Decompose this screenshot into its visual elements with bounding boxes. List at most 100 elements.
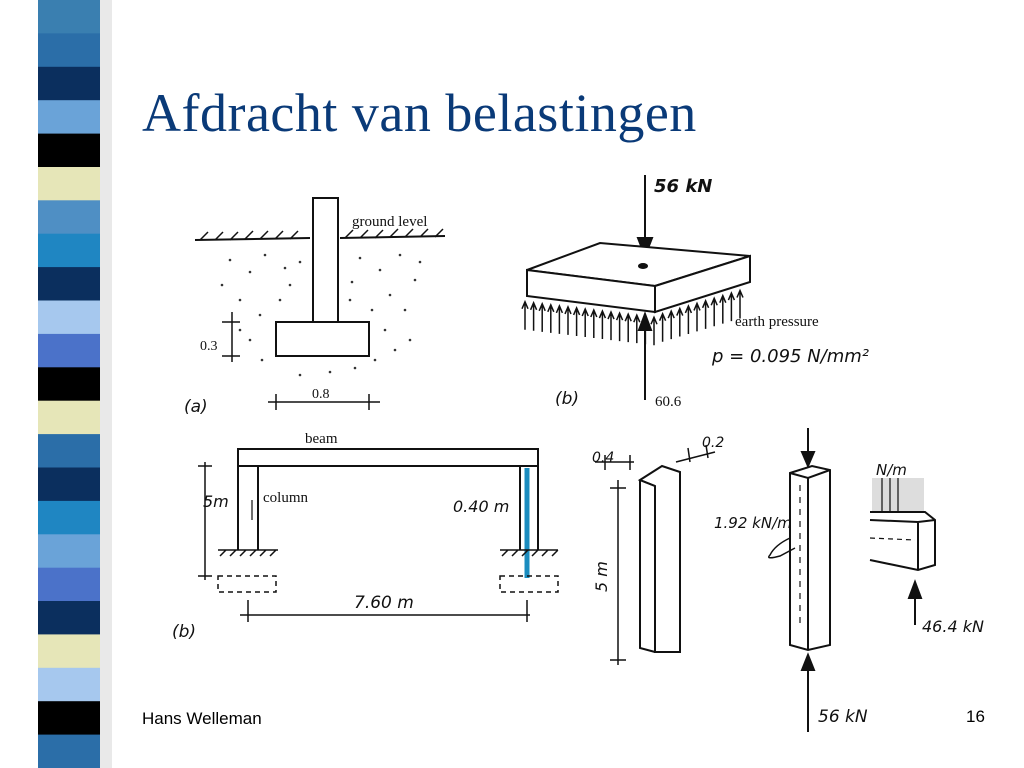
- beam-dash: [869, 537, 916, 541]
- left-base-hatch: [218, 549, 278, 557]
- column-width-label: 0.40 m: [453, 497, 509, 516]
- stripe-block: [38, 133, 100, 168]
- stripe-block: [38, 734, 100, 768]
- stripe-shadow: [100, 0, 112, 768]
- pressure-arrow: [633, 313, 641, 344]
- page-number: 16: [966, 707, 985, 726]
- pressure-arrow: [719, 293, 727, 324]
- pressure-arrow: [598, 309, 607, 340]
- stripe-block: [38, 66, 100, 101]
- pressure-arrows: [521, 288, 744, 346]
- pressure-arrow: [572, 306, 581, 336]
- pressure-arrow: [676, 306, 684, 337]
- dim-depth-line: [222, 312, 240, 362]
- column-height-label: 5 m: [592, 561, 611, 592]
- beam-reaction-label: 46.4 kN: [922, 617, 984, 636]
- column-label: column: [263, 490, 308, 506]
- dim-depth-label: 0.3: [200, 339, 218, 354]
- footing-block: [275, 321, 370, 357]
- stripe-block: [38, 300, 100, 335]
- pressure-arrow: [607, 310, 615, 341]
- figure-b-frame: beam column 5m 0.40 m 7.60 m (b): [172, 431, 559, 642]
- slide-title: Afdracht van belastingen: [142, 83, 697, 143]
- ground-line-right: [339, 235, 446, 239]
- reaction-value-label: 60.6: [655, 394, 682, 410]
- figure-column-load: 1.92 kN/m 56 kN: [714, 428, 868, 732]
- figure-b-slab: 56 kN earth pressure p = 0.095 N/mm² 60.…: [521, 175, 869, 410]
- column-body: [789, 464, 831, 652]
- width-b-label: 0.2: [702, 435, 724, 451]
- pressure-arrow: [624, 312, 632, 343]
- ground-level-label: ground level: [352, 214, 427, 230]
- figure-beam-end: N/m 46.4 kN: [869, 461, 984, 636]
- author-footer: Hans Welleman: [142, 709, 262, 728]
- stripe-block: [38, 333, 100, 368]
- pressure-arrow: [547, 302, 555, 333]
- soil-speckle: [220, 253, 422, 377]
- stripe-block: [38, 500, 100, 535]
- load-point: [638, 263, 648, 269]
- dim-width-a: [595, 455, 634, 470]
- column-inner-edge: [789, 469, 831, 650]
- column-front: [637, 464, 681, 653]
- distributed-load-label: 1.92 kN/m: [714, 514, 792, 532]
- span-label: 7.60 m: [354, 593, 414, 613]
- pressure-arrow: [590, 308, 598, 339]
- dim-width-label: 0.8: [312, 387, 330, 402]
- dim-height-line: [198, 462, 212, 580]
- pressure-arrow: [684, 304, 693, 334]
- column-front-edge: [639, 479, 656, 653]
- reaction-arrowhead: [637, 311, 653, 331]
- bottom-load-head: [800, 652, 816, 671]
- pressure-arrow: [564, 305, 572, 335]
- beam-label: beam: [305, 431, 338, 447]
- pressure-arrow: [693, 301, 701, 332]
- pressure-arrow: [529, 300, 538, 331]
- earth-pressure-label: earth pressure: [735, 314, 819, 330]
- stripe-block: [38, 667, 100, 702]
- stripe-block: [38, 33, 100, 68]
- pressure-arrow: [658, 311, 667, 342]
- stripe-block: [38, 233, 100, 268]
- figure-column-isometric: 0.4 0.2 5 m: [592, 435, 724, 665]
- figure-a-label: (a): [184, 397, 208, 417]
- decorative-stripe-bar: [38, 0, 100, 768]
- pressure-arrow: [727, 291, 736, 322]
- stripe-block: [38, 367, 100, 402]
- load-label: 56 kN: [654, 176, 712, 197]
- stripe-block: [38, 634, 100, 669]
- pressure-arrow: [736, 288, 744, 319]
- right-column: [519, 466, 539, 550]
- stripe-block: [38, 601, 100, 635]
- figure-a-foundation: ground level 0.3 0.8 (a): [184, 197, 446, 417]
- right-base-hatch: [500, 549, 559, 557]
- ground-line-left: [194, 237, 311, 241]
- top-load-head: [800, 451, 816, 469]
- pressure-arrow: [701, 298, 710, 329]
- dim-width-b: [675, 444, 716, 463]
- stripe-block: [38, 434, 100, 468]
- pressure-arrow: [667, 309, 675, 340]
- right-footing: [499, 575, 559, 593]
- column-stem: [312, 197, 339, 323]
- stripe-block: [38, 0, 100, 34]
- beam-front: [869, 519, 936, 570]
- width-a-label: 0.4: [592, 450, 614, 466]
- pressure-arrow: [710, 296, 718, 327]
- stripe-block: [38, 267, 100, 301]
- stripe-block: [38, 701, 100, 736]
- bottom-load-label: 56 kN: [818, 707, 868, 727]
- pressure-arrow: [581, 307, 589, 337]
- stripe-block: [38, 100, 100, 135]
- slab-side-face: [654, 254, 751, 314]
- pressure-value-label: p = 0.095 N/mm²: [711, 346, 869, 367]
- figure-b-frame-label: (b): [172, 622, 196, 642]
- left-column: [237, 466, 259, 550]
- figure-b-slab-label: (b): [555, 389, 579, 409]
- stripe-block: [38, 534, 100, 569]
- pressure-arrow: [521, 299, 529, 330]
- stripe-block: [38, 200, 100, 235]
- left-footing: [217, 575, 277, 593]
- stripe-block: [38, 567, 100, 602]
- height-label: 5m: [203, 492, 229, 511]
